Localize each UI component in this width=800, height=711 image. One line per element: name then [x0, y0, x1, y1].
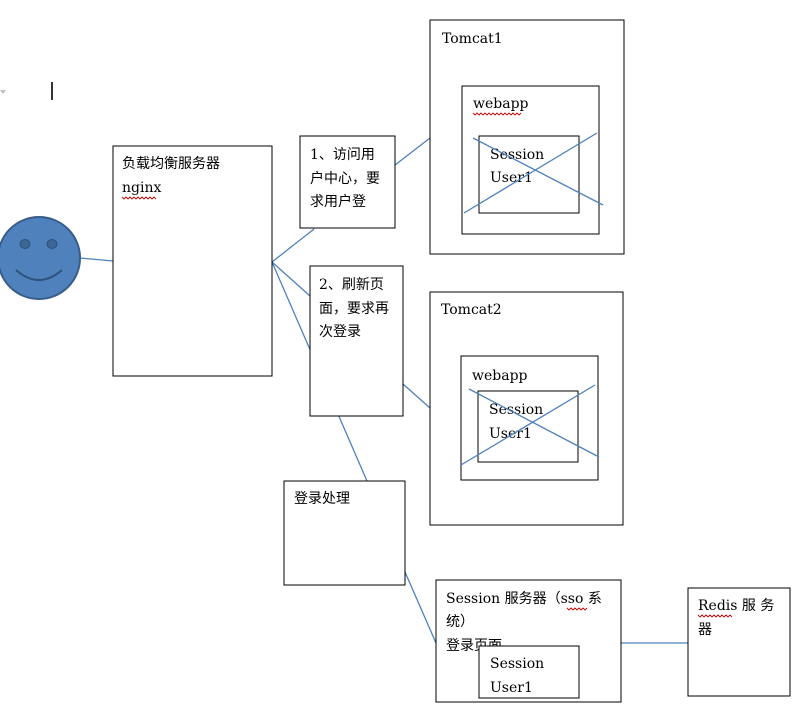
connector-step2-tomcat2 [402, 383, 431, 409]
step1-line: 户中心，要 [310, 170, 380, 187]
tomcat1-box: Tomcat1 webapp Session User1 [429, 19, 625, 255]
cross-out-mark [460, 384, 596, 466]
smiley-face-icon [0, 216, 81, 300]
redis-server-title: Redis 服 务 [698, 598, 774, 614]
tomcat1-session-box [478, 135, 580, 214]
connector-lb-step2 [271, 261, 311, 297]
spellcheck-underline [121, 196, 157, 200]
connector-login-session-server [404, 571, 437, 644]
step1-box: 1、访问用 户中心，要 求用户登 [299, 135, 396, 229]
redis-server-box: Redis 服 务 器 [687, 587, 791, 697]
step1-line: 1、访问用 [310, 147, 375, 163]
redis-server-title-cont: 器 [698, 622, 712, 638]
session-server-session-box [478, 645, 580, 699]
session-server-title: Session 服务器（sso 系 [446, 591, 602, 607]
tomcat2-box: Tomcat2 webapp Session User1 [429, 291, 624, 526]
step2-line: 2、刷新页 [319, 277, 384, 293]
session-server-session-label: Session [490, 656, 544, 672]
load-balancer-box: 负载均衡服务器 nginx [112, 145, 273, 377]
login-process-label: 登录处理 [294, 491, 350, 507]
spellcheck-underline [697, 614, 733, 618]
session-server-user-label: User1 [490, 680, 533, 696]
tomcat1-webapp-label: webapp [473, 96, 529, 112]
tomcat2-title: Tomcat2 [441, 302, 502, 318]
tomcat1-title: Tomcat1 [442, 31, 503, 47]
spellcheck-underline [566, 607, 588, 611]
load-balancer-title: 负载均衡服务器 [122, 156, 220, 172]
connector-step1-tomcat1 [394, 137, 431, 166]
connector-lb-step1 [271, 228, 315, 263]
step2-line: 面，要求再 [319, 301, 389, 317]
session-server-title-cont: 统） [446, 614, 474, 630]
session-server-box: Session 服务器（sso 系 统） 登录页面 Session User1 [435, 579, 622, 703]
step2-box: 2、刷新页 面，要求再 次登录 [309, 265, 404, 417]
login-process-box: 登录处理 [283, 480, 406, 586]
cross-out-mark [463, 132, 598, 214]
step1-line: 求用户登 [310, 193, 366, 210]
caret-mark [0, 90, 6, 94]
tomcat1-session-label: Session [490, 147, 544, 163]
step2-line: 次登录 [319, 324, 361, 340]
spellcheck-underline [472, 112, 522, 116]
cross-out-mark [472, 137, 604, 206]
tomcat2-user-label: User1 [489, 426, 532, 442]
connector-user-lb [79, 257, 114, 262]
nginx-label: nginx [122, 180, 161, 196]
cross-out-mark [468, 388, 600, 458]
tomcat2-webapp-label: webapp [472, 368, 528, 384]
tomcat1-user-label: User1 [490, 170, 533, 186]
